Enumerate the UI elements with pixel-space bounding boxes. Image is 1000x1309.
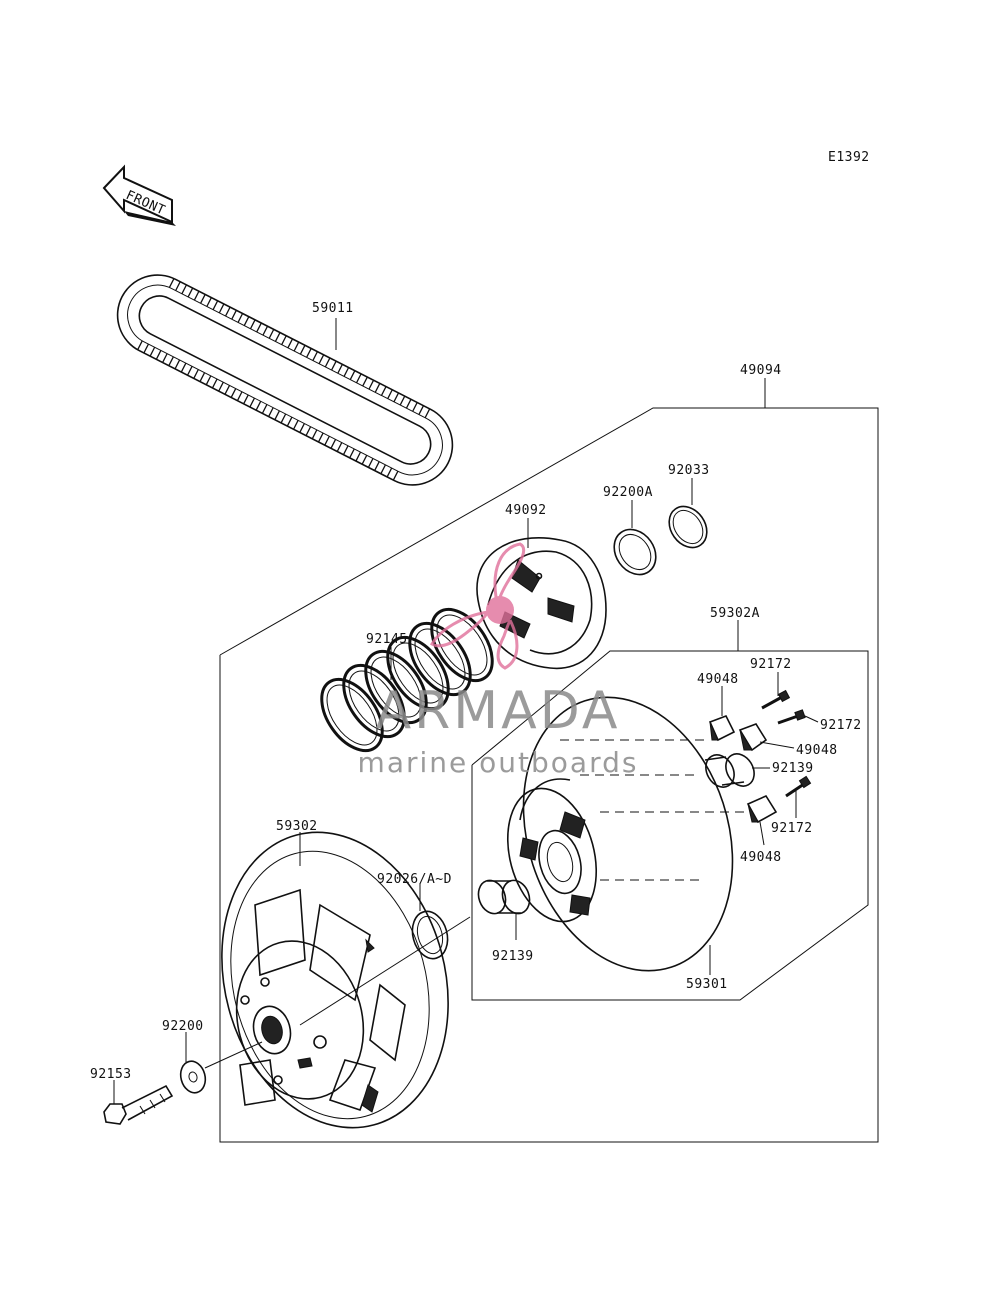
part-label-moveable-sheave: 59301 — [686, 977, 728, 992]
slider-mid — [738, 723, 768, 752]
part-label-driven-pulley-assy: 49094 — [740, 363, 782, 378]
bolt-lower — [785, 775, 812, 798]
assembly-bracket-59302A — [471, 650, 869, 1001]
part-label-bolt-mid: 92172 — [820, 718, 862, 733]
part-label-washer: 92200 — [162, 1019, 204, 1034]
part-label-shim: 92026/A~D — [377, 872, 452, 887]
circlip — [668, 505, 708, 549]
watermark-brand: ARMADA — [376, 681, 621, 741]
part-label-moveable-sheave-assy: 59302A — [710, 606, 760, 621]
spacer-ring — [613, 528, 657, 576]
propeller-logo-icon — [429, 542, 526, 670]
shim-ring — [411, 910, 449, 960]
watermark-tagline: marine outboards — [358, 746, 639, 779]
part-label-bolt-lower: 92172 — [771, 821, 813, 836]
diagram-id: E1392 — [828, 150, 870, 165]
bolt-mid — [777, 709, 806, 725]
part-label-spring: 92145 — [366, 632, 408, 647]
slider-upper — [708, 714, 736, 742]
part-label-slider-lower: 49048 — [740, 850, 782, 865]
watermark: ARMADA marine outboards — [358, 542, 639, 779]
part-label-bolt-upper: 92172 — [750, 657, 792, 672]
part-label-spacer: 92200A — [603, 485, 653, 500]
part-label-slider-upper: 49048 — [697, 672, 739, 687]
drive-belt — [116, 274, 454, 486]
bushing-lower — [477, 879, 531, 915]
part-label-slider-mid: 49048 — [796, 743, 838, 758]
bushing-upper — [704, 753, 755, 788]
main-bolt — [103, 1084, 174, 1125]
part-label-cam: 49092 — [505, 503, 547, 518]
washer — [179, 1060, 207, 1094]
spring — [320, 607, 494, 753]
fixed-sheave — [221, 831, 449, 1129]
slider-lower — [746, 794, 778, 824]
front-arrow-icon: FRONT — [102, 164, 176, 226]
moveable-sheave — [506, 696, 745, 972]
bolt-upper — [761, 689, 791, 710]
part-label-belt: 59011 — [312, 301, 354, 316]
part-label-main-bolt: 92153 — [90, 1067, 132, 1082]
part-label-circlip: 92033 — [668, 463, 710, 478]
part-label-bushing-upper: 92139 — [772, 761, 814, 776]
part-label-bushing-lower: 92139 — [492, 949, 534, 964]
part-label-fixed-sheave: 59302 — [276, 819, 318, 834]
